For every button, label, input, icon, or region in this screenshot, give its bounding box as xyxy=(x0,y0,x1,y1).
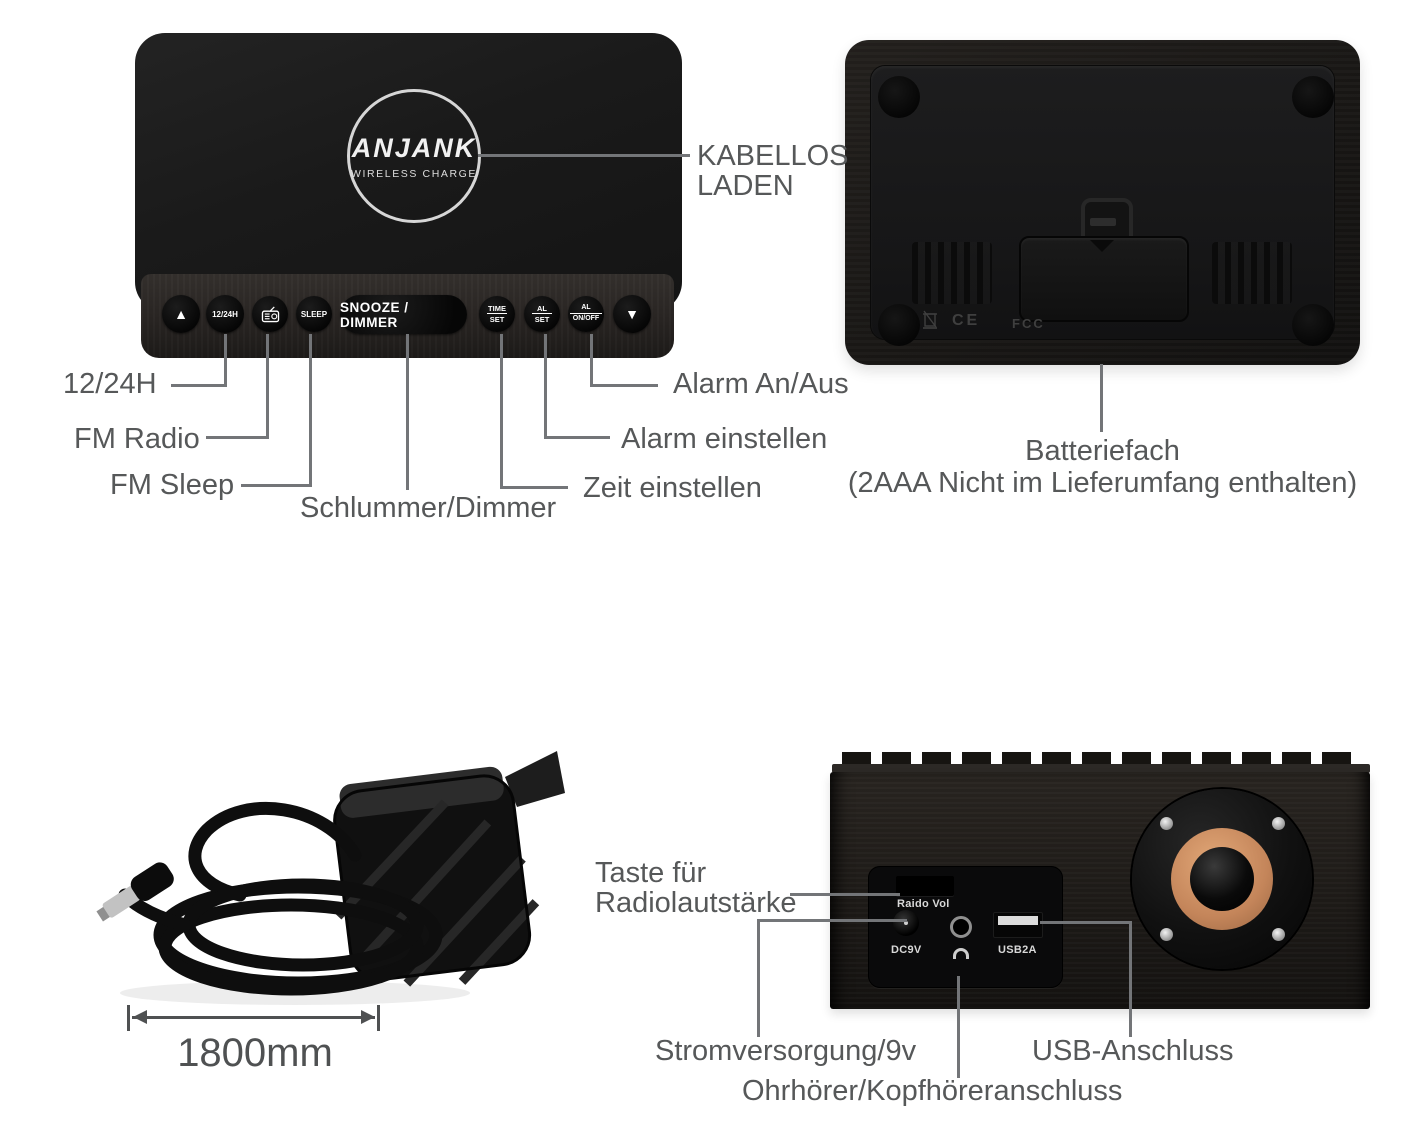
rubber-foot xyxy=(878,304,920,346)
rear-top-rail xyxy=(832,764,1370,773)
down-button: ▼ xyxy=(613,295,651,333)
speaker-vent-left xyxy=(912,242,992,304)
label-zeit-einstellen: Zeit einstellen xyxy=(583,472,762,504)
label-batteriefach: Batteriefach xyxy=(1025,435,1180,467)
callout-line-alset-h xyxy=(544,436,610,439)
label-usb2a: USB2A xyxy=(998,944,1037,956)
al-onoff-top: AL xyxy=(581,304,591,312)
dim-tick-right xyxy=(377,1005,380,1031)
label-batteriefach-note: (2AAA Nicht im Lieferumfang enthalten) xyxy=(847,467,1358,499)
label-ohrhoerer: Ohrhörer/Kopfhöreranschluss xyxy=(742,1075,1123,1107)
brand-tagline: WIRELESS CHARGE xyxy=(350,167,478,180)
battery-door-latch-bar xyxy=(1090,218,1116,226)
callout-line-battery-v xyxy=(1100,364,1103,432)
dc-jack-pin xyxy=(904,921,908,925)
dim-arrow-right xyxy=(361,1010,375,1024)
rubber-foot xyxy=(1292,76,1334,118)
callout-line-fmsleep-h xyxy=(241,484,312,487)
wireless-charge-pad: ANJANK WIRELESS CHARGE xyxy=(347,89,481,223)
label-cable-length: 1800mm xyxy=(177,1031,333,1075)
callout-line-fmradio-v xyxy=(266,334,269,438)
label-kabellos-laden: KABELLOS LADEN xyxy=(697,140,849,203)
radio-icon xyxy=(261,306,279,322)
headphone-jack xyxy=(950,916,972,938)
label-12-24h: 12/24H xyxy=(63,368,157,400)
radio-volume-slot xyxy=(896,876,954,896)
time-set-bottom: SET xyxy=(486,313,508,324)
al-set-bottom: SET xyxy=(531,313,553,324)
fm-radio-button xyxy=(252,296,288,332)
speaker-screw xyxy=(1272,817,1285,830)
dim-tick-left xyxy=(127,1005,130,1031)
callout-line-onoff-h xyxy=(590,384,658,387)
time-set-top: TIME xyxy=(488,303,506,313)
label-stromversorgung: Stromversorgung/9v xyxy=(655,1035,917,1067)
time-set-button: TIME SET xyxy=(479,296,515,332)
brand-logo: ANJANK xyxy=(351,132,477,163)
fcc-mark: FCC xyxy=(1012,316,1045,331)
label-fm-sleep: FM Sleep xyxy=(110,469,235,501)
alarm-onoff-button: AL ON/OFF xyxy=(568,296,604,332)
label-dc9v: DC9V xyxy=(891,944,922,956)
callout-line-wireless xyxy=(478,154,690,157)
battery-door-notch xyxy=(1090,240,1114,252)
speaker-cone xyxy=(1190,847,1254,911)
up-button: ▲ xyxy=(162,295,200,333)
headphone-icon xyxy=(953,948,969,959)
label-fm-radio: FM Radio xyxy=(74,423,200,455)
callout-line-volume-h xyxy=(790,893,900,896)
label-raido-vol: Raido Vol xyxy=(897,898,950,910)
speaker-vent-right xyxy=(1212,242,1292,304)
callout-line-onoff-v xyxy=(590,334,593,386)
dim-line xyxy=(132,1016,375,1019)
callout-line-usb-h xyxy=(1040,921,1132,924)
12-24h-button: 12/24H xyxy=(206,295,244,333)
usb-port-tongue xyxy=(998,916,1038,925)
callout-line-usb-v xyxy=(1129,921,1132,1037)
label-schlummer-dimmer: Schlummer/Dimmer xyxy=(300,492,557,524)
callout-line-power-v xyxy=(757,919,760,1037)
callout-line-fmradio-h xyxy=(206,436,269,439)
rear-top-vents xyxy=(842,752,1358,766)
callout-line-timeset-h xyxy=(500,486,568,489)
callout-line-timeset-v xyxy=(500,334,503,488)
weee-bin-icon xyxy=(923,310,937,329)
callout-line-1224-v xyxy=(224,334,227,386)
speaker-screw xyxy=(1272,928,1285,941)
callout-line-snooze-v xyxy=(406,334,409,490)
label-usb-anschluss: USB-Anschluss xyxy=(1032,1035,1234,1067)
callout-line-power-h xyxy=(757,919,907,922)
rubber-foot xyxy=(1292,304,1334,346)
snooze-dimmer-button: SNOOZE / DIMMER xyxy=(340,295,467,334)
label-alarm-einstellen: Alarm einstellen xyxy=(621,423,828,455)
label-taste-radiolautstaerke: Taste für Radiolautstärke xyxy=(595,857,797,920)
ce-mark: CE xyxy=(952,312,981,329)
dim-arrow-left xyxy=(133,1010,147,1024)
sleep-button: SLEEP xyxy=(296,296,332,332)
callout-line-alset-v xyxy=(544,334,547,438)
callout-line-headphone-v xyxy=(957,976,960,1078)
rubber-foot xyxy=(878,76,920,118)
alarm-set-button: AL SET xyxy=(524,296,560,332)
callout-line-fmsleep-v xyxy=(309,334,312,486)
power-adapter-photo xyxy=(96,751,565,1005)
al-onoff-bottom: ON/OFF xyxy=(569,313,603,324)
callout-line-1224-h xyxy=(171,384,227,387)
al-set-top: AL xyxy=(537,303,547,313)
speaker-screw xyxy=(1160,817,1173,830)
speaker-screw xyxy=(1160,928,1173,941)
label-alarm-an-aus: Alarm An/Aus xyxy=(673,368,849,400)
